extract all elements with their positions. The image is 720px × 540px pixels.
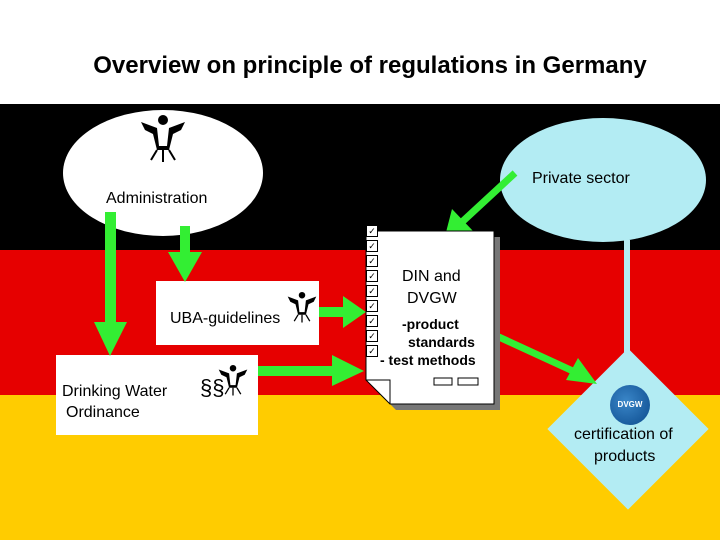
din-doc-line5: - test methods [380,352,476,368]
checkbox-icon: ✓ [366,345,378,357]
certification-label-line1: certification of [574,426,673,443]
din-doc-fold [366,379,391,404]
arrow-drinking-water-to-din [258,355,364,386]
federal-eagle-icon [141,115,185,162]
din-doc-line3: -product [402,316,459,332]
arrow-admin-to-drinking-water [94,212,127,356]
page-title: Overview on principle of regulations in … [93,52,647,79]
drinking-water-label-line2: Ordinance [66,404,140,421]
private-sector-node [500,118,706,242]
din-doc-mark-2 [457,377,479,386]
administration-label: Administration [106,190,208,207]
checkbox-icon: ✓ [366,255,378,267]
checkbox-icon: ✓ [366,225,378,237]
private-sector-label: Private sector [532,170,630,187]
checkbox-icon: ✓ [366,300,378,312]
checkbox-icon: ✓ [366,315,378,327]
din-doc-line4: standards [408,334,475,350]
uba-guidelines-label: UBA-guidelines [170,310,281,327]
arrow-private-to-din [444,170,518,240]
checkbox-icon: ✓ [366,240,378,252]
checkbox-icon: ✓ [366,330,378,342]
certification-label-line2: products [594,448,656,465]
checkbox-icon: ✓ [366,285,378,297]
drinking-water-ordinance-node [56,355,258,435]
din-doc-line1: DIN and [402,268,461,285]
administration-node [63,110,263,236]
uba-guidelines-node [156,281,319,345]
checkbox-icon: ✓ [366,270,378,282]
federal-eagle-icon [287,291,317,323]
din-doc-checklist: ✓ ✓ ✓ ✓ ✓ ✓ ✓ ✓ ✓ [366,225,378,360]
din-doc-line2: DVGW [407,290,457,307]
arrow-admin-to-uba [168,226,202,282]
arrow-din-to-certification [486,328,597,384]
drinking-water-label-line1: Drinking Water [62,383,168,400]
arrow-uba-to-din [319,296,366,328]
dvgw-logo: DVGW [610,385,650,425]
paragraph-symbol: §§ [200,375,225,400]
din-doc-mark-1 [433,377,453,386]
federal-eagle-icon [218,364,248,396]
